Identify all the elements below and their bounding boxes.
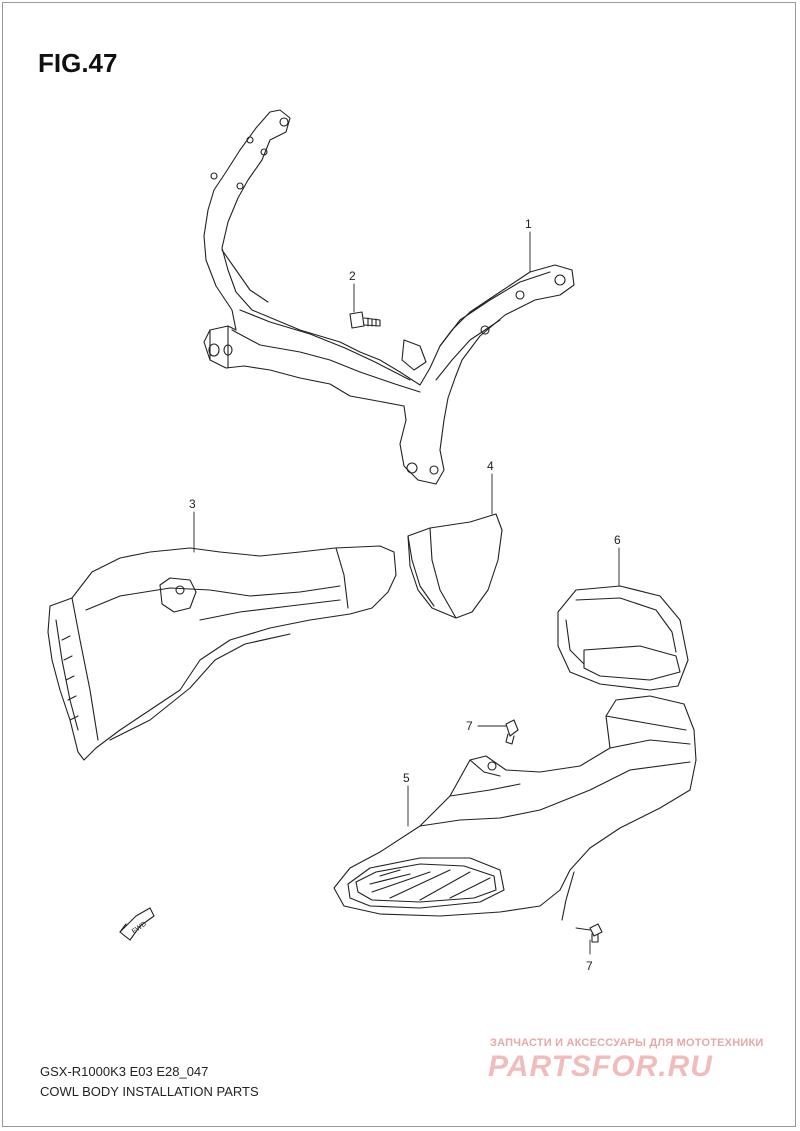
watermark-logo: PARTSFOR.RU [488,1050,713,1083]
part-1-cowl-bracket [203,109,575,485]
part-7-clip-upper [505,719,519,745]
leader-lines [193,231,620,955]
fwd-arrow-icon [119,907,155,941]
part-4-duct-seal [407,513,503,619]
callout-4: 4 [487,459,494,473]
diagram-description: COWL BODY INSTALLATION PARTS [40,1084,259,1099]
part-7-clip-lower [589,923,603,943]
part-6-rubber-ring [557,585,689,691]
callout-2: 2 [349,269,356,283]
figure-title: FIG.47 [38,48,118,78]
callout-7-lower: 7 [586,959,593,973]
callout-7-upper: 7 [466,719,473,733]
callout-1: 1 [525,217,532,231]
model-code: GSX-R1000K3 E03 E28_047 [40,1064,209,1079]
watermark-tagline: ЗАПЧАСТИ И АКСЕССУАРЫ ДЛЯ МОТОТЕХНИКИ [490,1037,764,1049]
part-2-bolt [349,311,381,329]
callout-3: 3 [189,497,196,511]
part-3-left-air-duct [47,545,397,761]
callout-6: 6 [614,533,621,547]
callout-5: 5 [403,771,410,785]
part-5-right-air-duct [333,695,697,921]
